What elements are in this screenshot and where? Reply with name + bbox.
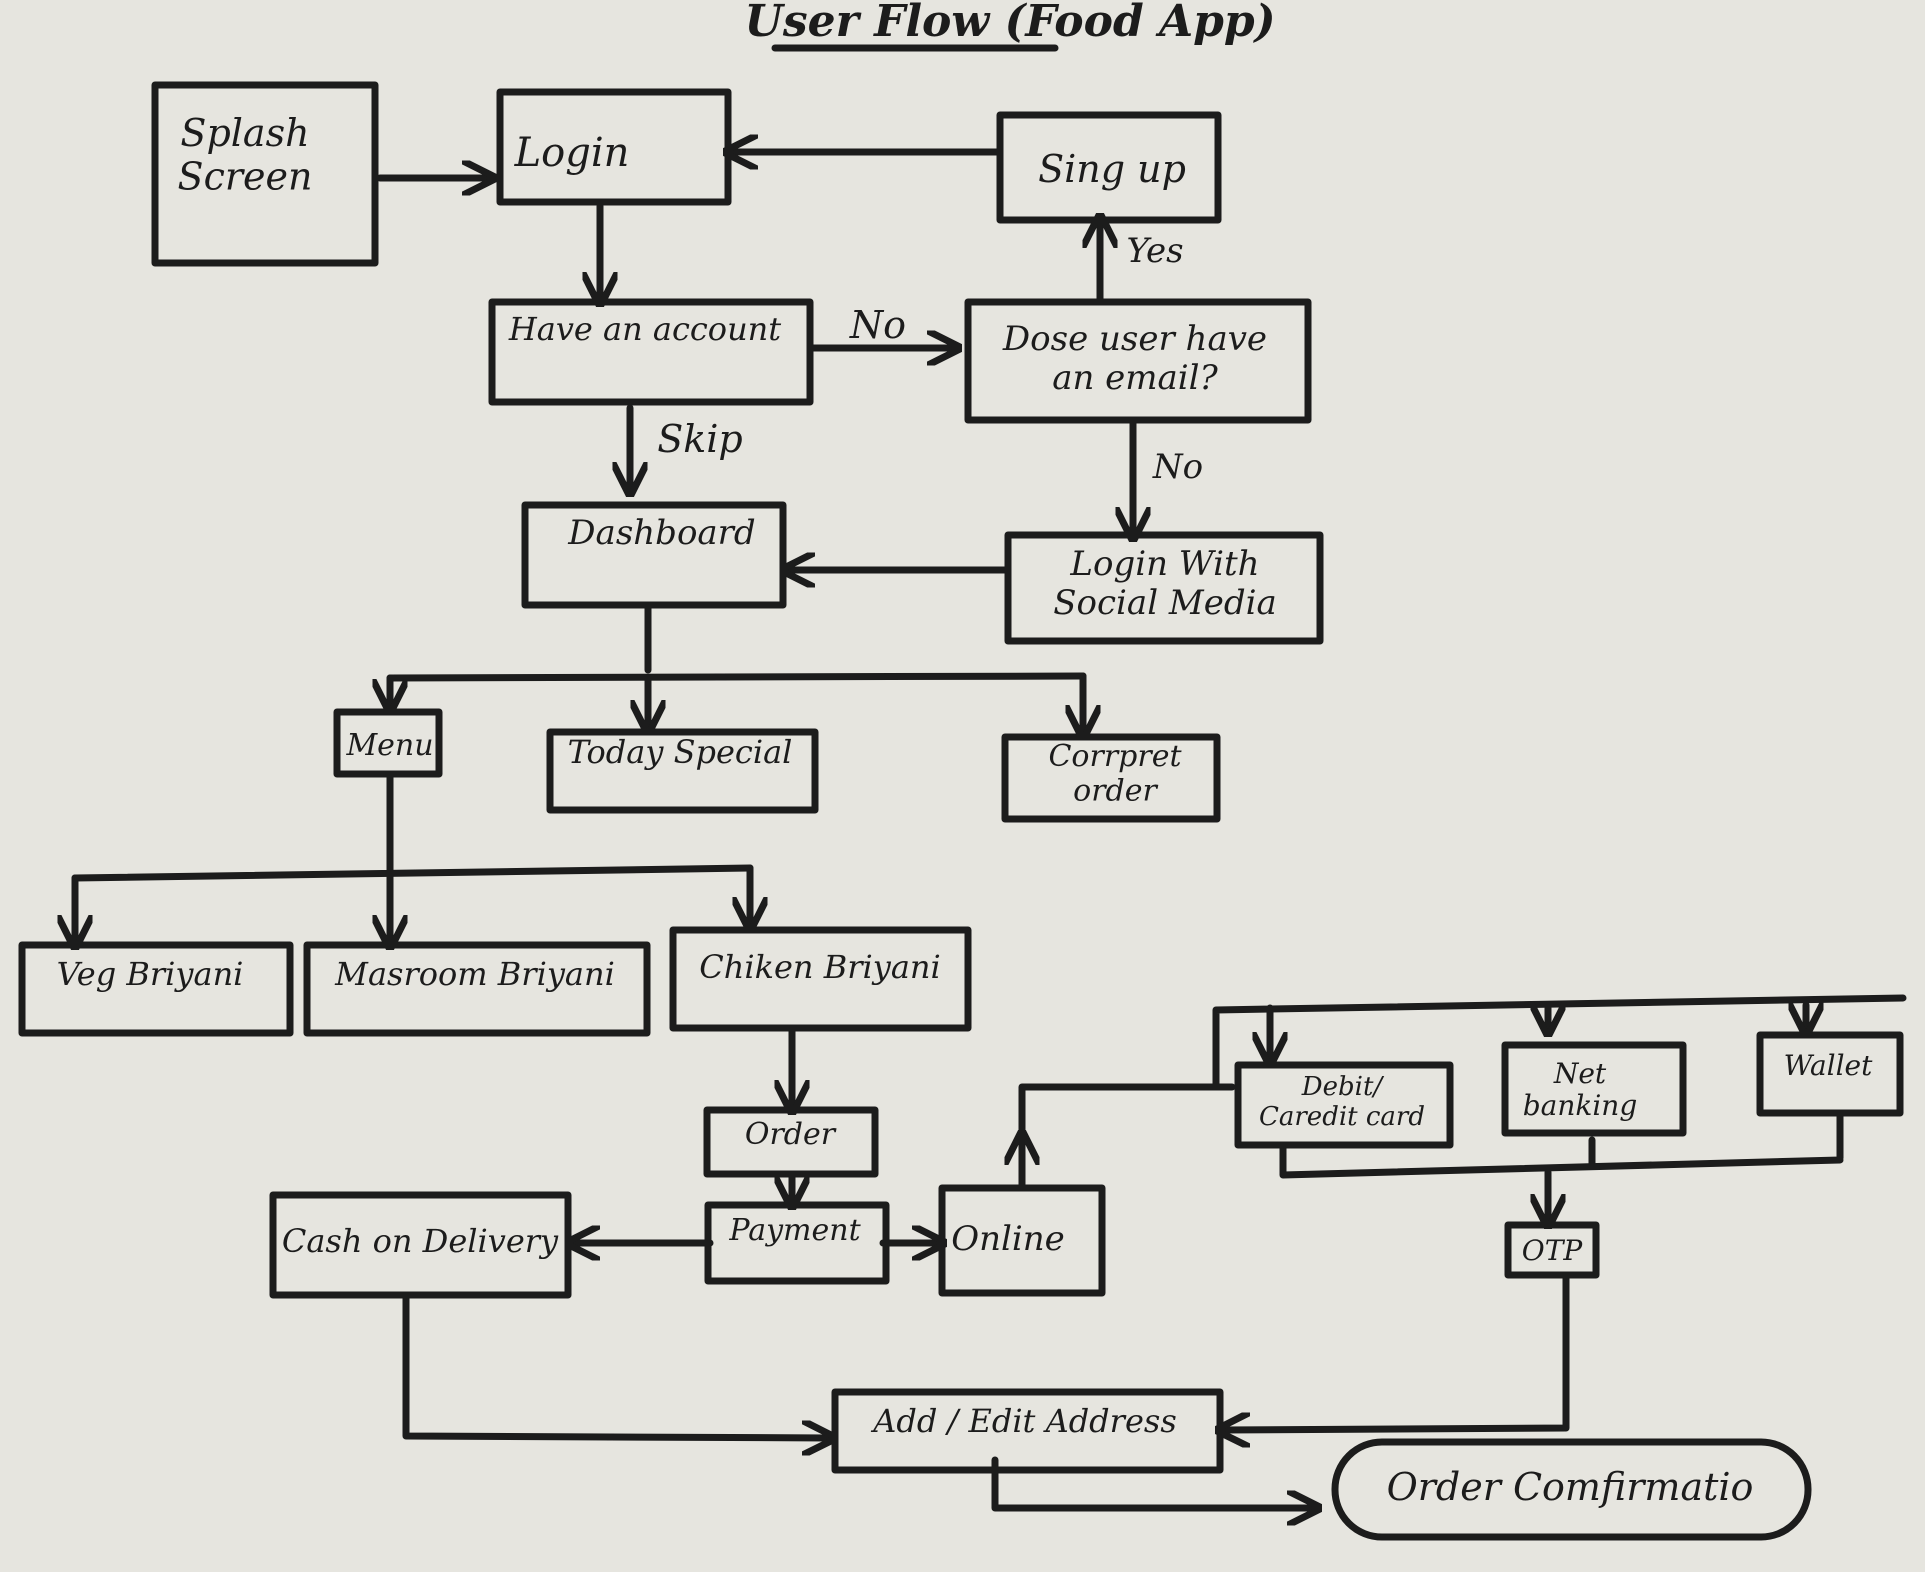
node-dashboard: Dashboard: [521, 501, 787, 609]
node-label-line: Dose user have: [1002, 319, 1267, 359]
node-wallet: Wallet: [1756, 1031, 1904, 1117]
node-label-cod: Cash on Delivery: [282, 1222, 559, 1260]
node-label-line: Menu: [345, 728, 433, 763]
node-label-address: Add / Edit Address: [870, 1402, 1176, 1440]
node-label-wallet: Wallet: [1784, 1049, 1874, 1082]
node-label-today-special: Today Special: [568, 733, 793, 771]
node-label-line: Have an account: [508, 310, 781, 348]
node-label-veg: Veg Briyani: [57, 955, 244, 993]
node-label-line: Today Special: [568, 733, 793, 771]
node-add-edit-address: Add / Edit Address: [831, 1388, 1224, 1474]
node-label-menu: Menu: [345, 728, 433, 763]
node-label-line: Screen: [178, 155, 313, 199]
node-mushroom-briyani: Masroom Briyani: [303, 941, 651, 1037]
node-label-line: Social Media: [1053, 583, 1276, 623]
node-label-payment: Payment: [728, 1213, 861, 1248]
node-online: Online: [938, 1184, 1106, 1297]
node-label-line: Caredit card: [1259, 1102, 1425, 1132]
node-order-confirmation: Order Comfirmatio: [1331, 1438, 1812, 1541]
edges: [71, 152, 1907, 1508]
edge-menu-branch: [71, 772, 754, 882]
node-label-line: Add / Edit Address: [870, 1402, 1176, 1440]
edge-otp-address: [1222, 1272, 1570, 1430]
node-menu: Menu: [333, 708, 443, 778]
edge-label-yes-email: Yes: [1126, 231, 1183, 271]
node-chicken-briyani: Chiken Briyani: [669, 926, 972, 1032]
node-label-have-account: Have an account: [508, 310, 781, 348]
node-label-line: Cash on Delivery: [282, 1222, 559, 1260]
node-payment: Payment: [704, 1201, 890, 1285]
node-label-otp: OTP: [1522, 1234, 1584, 1267]
edge-methods-merge: [1279, 1111, 1844, 1179]
edge-address-confirm: [991, 1456, 1315, 1508]
node-label-line: Sing up: [1038, 147, 1186, 191]
node-label-login: Login: [514, 130, 630, 176]
edge-cod-address: [402, 1294, 830, 1438]
node-label-dashboard: Dashboard: [567, 513, 755, 553]
node-label-line: OTP: [1522, 1234, 1584, 1267]
payment-method-bus: [1018, 994, 1907, 1144]
node-label-line: Dashboard: [567, 513, 755, 553]
node-label-line: Chiken Briyani: [699, 948, 940, 986]
node-label-line: Online: [951, 1219, 1065, 1259]
node-label-card: Debit/Caredit card: [1259, 1072, 1425, 1132]
node-label-chicken: Chiken Briyani: [699, 948, 940, 986]
edge-label-no-email: No: [1152, 447, 1203, 487]
node-label-line: Login With: [1069, 544, 1259, 584]
node-otp: OTP: [1504, 1221, 1600, 1279]
node-label-line: Debit/: [1301, 1072, 1385, 1102]
node-label-online: Online: [951, 1219, 1065, 1259]
node-label-line: Payment: [728, 1213, 861, 1248]
node-veg-briyani: Veg Briyani: [18, 941, 294, 1037]
node-label-line: banking: [1523, 1089, 1638, 1122]
node-label-line: Order Comfirmatio: [1387, 1465, 1754, 1509]
node-label-line: order: [1073, 774, 1158, 809]
node-label-line: Splash: [180, 111, 309, 155]
node-label-line: Wallet: [1784, 1049, 1874, 1082]
node-label-line: Masroom Briyani: [334, 955, 615, 993]
node-order: Order: [703, 1106, 879, 1178]
diagram-title: User Flow (Food App): [744, 0, 1275, 47]
node-sign-up: Sing up: [996, 111, 1222, 224]
node-label-line: Veg Briyani: [57, 955, 244, 993]
node-label-confirm: Order Comfirmatio: [1387, 1465, 1754, 1509]
node-label-line: Order: [745, 1117, 837, 1152]
edge-label-skip: Skip: [657, 417, 743, 461]
node-today-special: Today Special: [546, 728, 819, 814]
node-label-order: Order: [745, 1117, 837, 1152]
node-debit-credit-card: Debit/Caredit card: [1234, 1061, 1454, 1149]
node-login: Login: [496, 88, 732, 206]
node-label-line: Corrpret: [1048, 739, 1182, 774]
node-label-line: Net: [1553, 1057, 1607, 1090]
node-label-line: an email?: [1052, 358, 1218, 398]
node-have-an-account: Have an account: [488, 298, 814, 406]
edge-label-no-account: No: [849, 303, 906, 347]
node-cash-on-delivery: Cash on Delivery: [269, 1191, 572, 1299]
node-label-line: Login: [514, 130, 630, 176]
edge-dashboard-branch: [386, 602, 1087, 682]
node-label-mushroom: Masroom Briyani: [334, 955, 615, 993]
node-label-signup: Sing up: [1038, 147, 1186, 191]
